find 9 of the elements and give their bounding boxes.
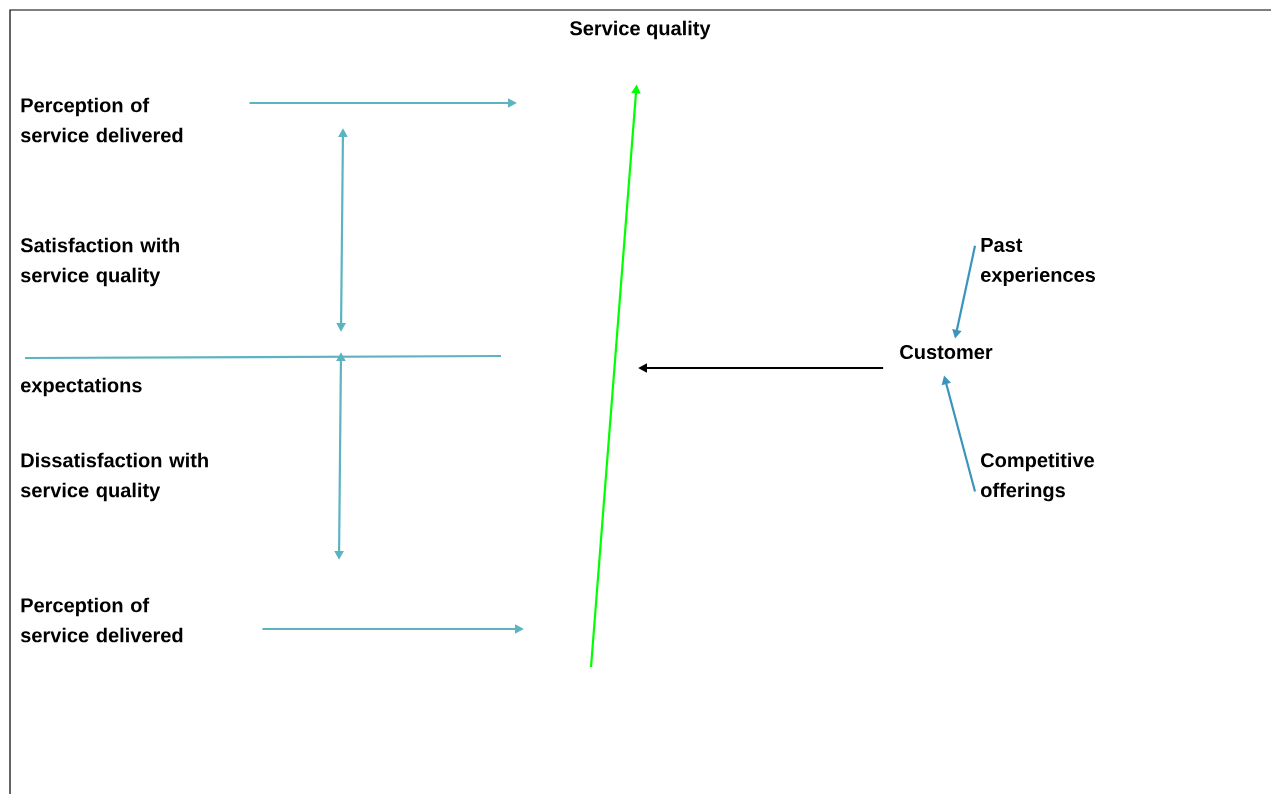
text-label: expectations	[21, 377, 142, 397]
text-label: Past experiences	[981, 238, 1095, 286]
text-label: Dissatisfaction with service quality	[20, 452, 208, 502]
text-label: Perception of service delivered	[20, 597, 183, 643]
text-label: Service quality	[570, 20, 711, 40]
text-label: Perception of service delivered	[20, 97, 183, 143]
text-label: Customer	[900, 344, 993, 360]
text-label: Competitive offerings	[981, 452, 1094, 502]
text-label: Satisfaction with service quality	[20, 237, 179, 287]
